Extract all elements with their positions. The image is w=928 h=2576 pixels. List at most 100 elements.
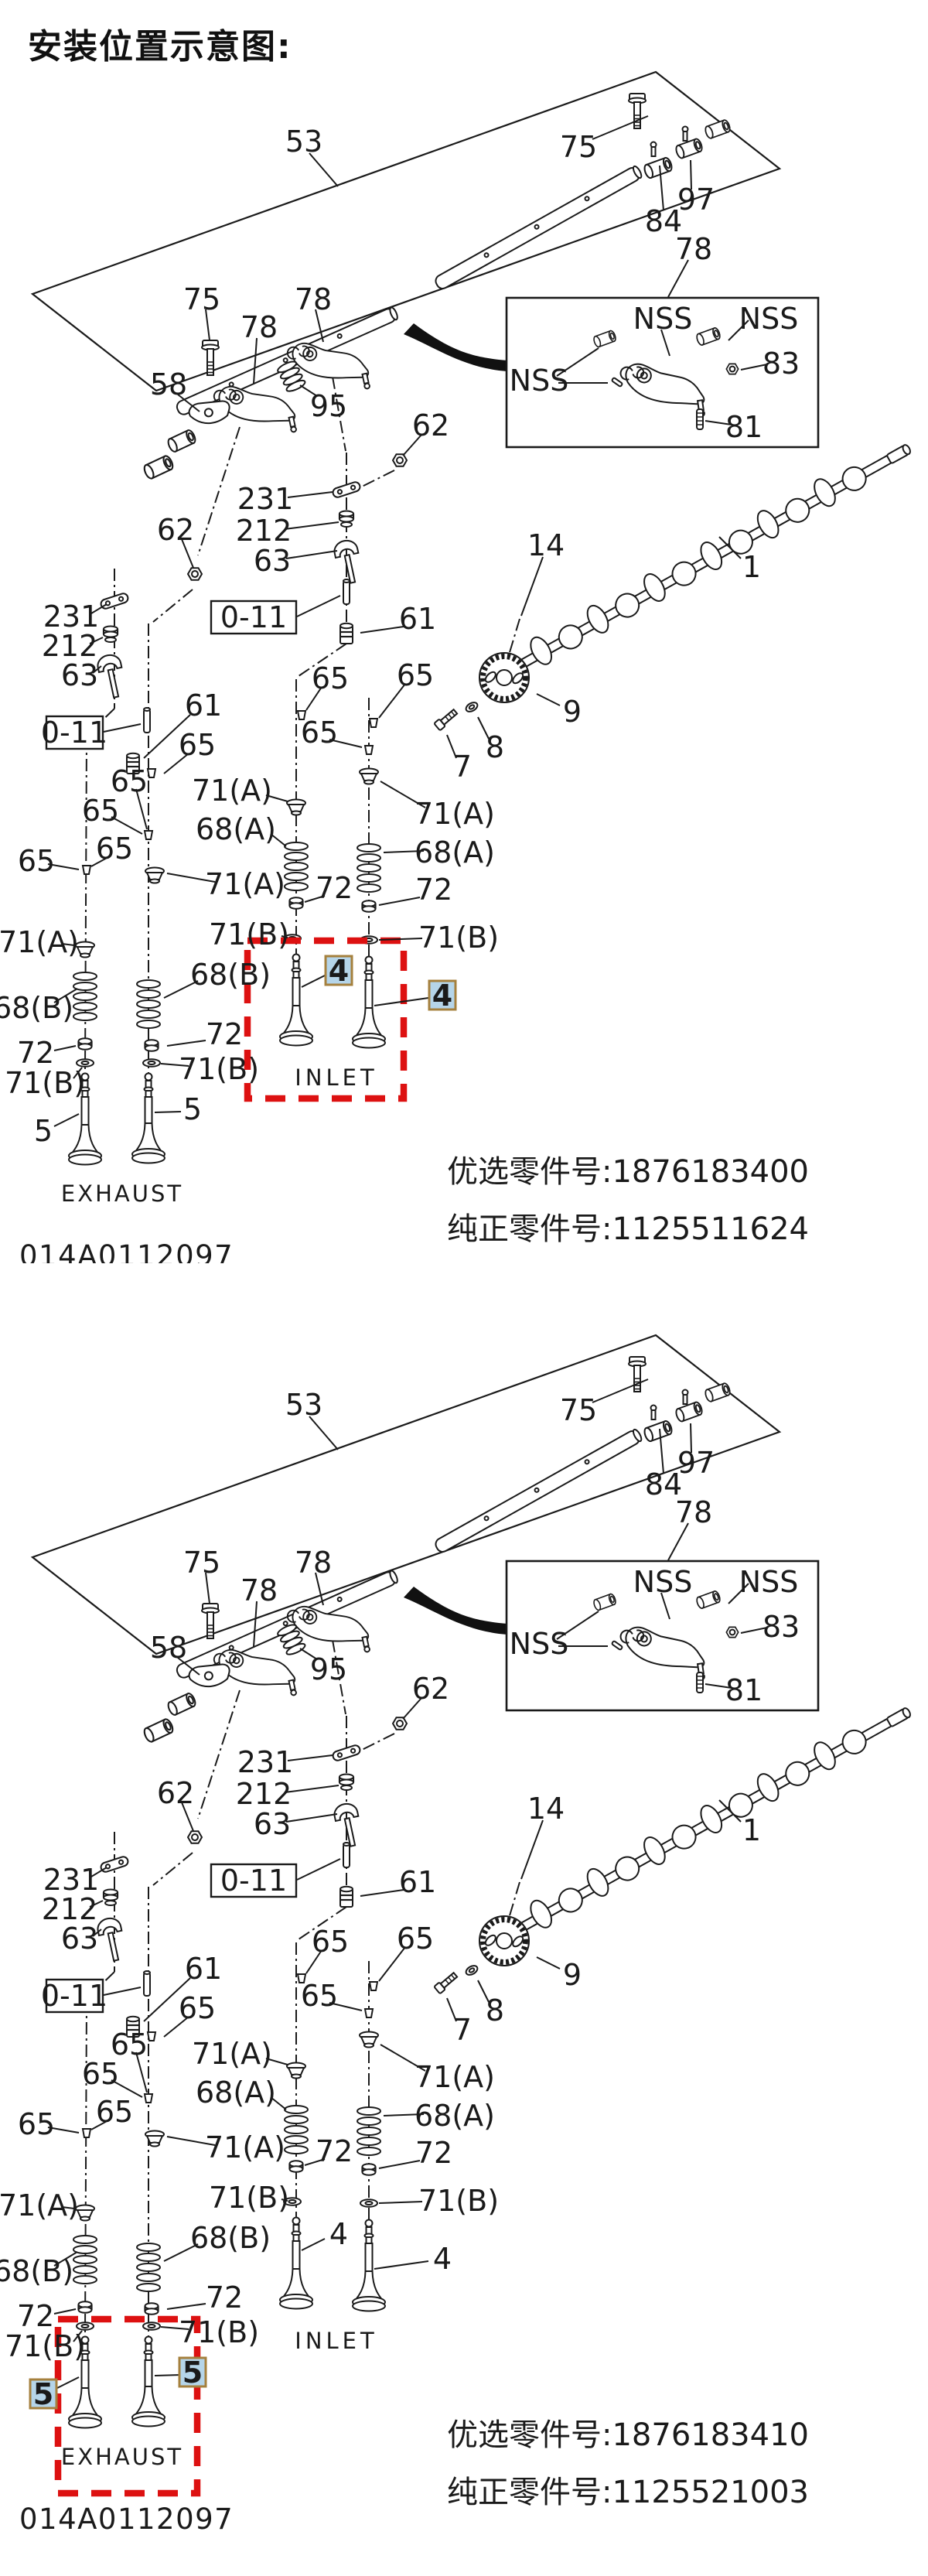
glyph-rocker-shaft [435, 1428, 643, 1553]
glyph-valve-spring [73, 972, 97, 1021]
part-label-65-34: 65 [18, 844, 55, 878]
glyph-adjust-stud [650, 1404, 657, 1420]
highlight-region-box [54, 2315, 201, 2497]
part-label-7-59: 7 [453, 750, 472, 784]
part-label-72-41: 72 [316, 871, 353, 905]
glyph-nut [725, 363, 739, 375]
glyph-valve-spring [357, 843, 381, 893]
part-label-231-22: 231 [43, 1863, 100, 1897]
glyph-guide-clamp [333, 1802, 360, 1847]
glyph-oil-seal [283, 2197, 302, 2206]
part-label-68B-45: 68(B) [190, 2221, 271, 2255]
part-label-68A-36: 68(A) [196, 2075, 276, 2110]
glyph-valve-spring [136, 979, 161, 1029]
glyph-stud-bolt [696, 408, 704, 430]
part-label-71A-38: 71(A) [0, 925, 79, 959]
glyph-pin-small [611, 377, 623, 388]
part-label-95-14: 95 [310, 1652, 347, 1686]
part-label-14-55: 14 [527, 1792, 565, 1826]
glyph-valve-keeper [146, 768, 157, 778]
glyph-valve-spring [357, 2106, 381, 2156]
part-label-4-46: 4 [329, 954, 349, 988]
part-label-65-29: 65 [397, 658, 434, 692]
glyph-bushing [167, 1693, 196, 1716]
figure-code: 014A0112097 [19, 1239, 234, 1263]
glyph-spring-seat-lower [288, 2160, 304, 2173]
part-label-68B-48: 68(B) [0, 991, 73, 1025]
part-label-5-54: 5 [183, 2356, 203, 2390]
part-label-INLET-61: INLET [295, 2328, 377, 2354]
ref-label-box [45, 1978, 104, 2014]
part-label-65-33: 65 [96, 2095, 133, 2129]
part-label-58-13: 58 [150, 367, 187, 401]
part-label-71A-38: 71(A) [0, 2188, 79, 2222]
glyph-spring-seat-lower [77, 2301, 93, 2314]
part-label-72-49: 72 [17, 1036, 54, 1070]
part-label-71A-35: 71(A) [192, 774, 272, 808]
glyph-pin [343, 579, 350, 605]
part-label-72-42: 72 [415, 2136, 452, 2170]
glyph-tappet [126, 2015, 140, 2038]
part-label-68A-40: 68(A) [415, 835, 495, 869]
glyph-oil-seal [76, 2321, 94, 2331]
part-label-NSS-6: NSS [739, 302, 799, 336]
glyph-valve [352, 2219, 386, 2312]
glyph-bushing [143, 1718, 174, 1743]
part-label-0-11-20: 0-11 [220, 1864, 287, 1898]
glyph-nut [186, 567, 203, 581]
part-label-NSS-7: NSS [510, 364, 569, 398]
glyph-bushing [143, 455, 174, 480]
part-label-231-22: 231 [43, 600, 100, 634]
preferred-part-number: 优选零件号:1876183400 [447, 1154, 809, 1190]
part-label-5-53: 5 [33, 2377, 53, 2411]
highlighted-part-marker [428, 979, 457, 1011]
ref-label-box [45, 715, 104, 750]
glyph-valve-keeper [363, 745, 374, 755]
glyph-washer-stack [102, 1888, 119, 1906]
part-label-71B-43: 71(B) [209, 2181, 289, 2215]
part-label-95-14: 95 [310, 389, 347, 423]
glyph-tappet [339, 1885, 353, 1908]
glyph-bolt-small [434, 708, 459, 731]
part-label-68A-36: 68(A) [196, 812, 276, 846]
glyph-bushing [675, 1401, 703, 1423]
glyph-bushing [593, 330, 616, 348]
nss-detail-box [505, 1560, 820, 1712]
part-label-EXHAUST-60: EXHAUST [61, 1180, 183, 1207]
glyph-rocker-arm [286, 342, 370, 390]
part-label-97-2: 97 [677, 1446, 715, 1480]
glyph-bolt [201, 1603, 220, 1639]
part-label-71B-43: 71(B) [209, 917, 289, 951]
part-label-EXHAUST-60: EXHAUST [61, 2444, 183, 2470]
glyph-valve-keeper [296, 1973, 307, 1983]
part-label-5-53: 5 [34, 1114, 53, 1148]
glyph-spring-seat-lower [77, 1037, 93, 1051]
part-label-0-11-20: 0-11 [220, 600, 287, 634]
part-label-212-18: 212 [236, 1777, 292, 1811]
part-label-0-11-25: 0-11 [41, 716, 107, 750]
part-label-71A-35: 71(A) [192, 2037, 272, 2071]
pointer-swoosh [404, 323, 507, 371]
genuine-part-number: 纯正零件号:1125511624 [447, 1211, 809, 1247]
glyph-nut [725, 1626, 739, 1638]
part-label-72-50: 72 [206, 2280, 243, 2315]
part-label-65-31: 65 [111, 764, 148, 798]
part-label-62-16: 62 [157, 1776, 194, 1810]
part-label-61-21: 61 [399, 1865, 436, 1899]
glyph-camshaft [489, 444, 911, 685]
glyph-washer-stack [102, 625, 119, 643]
part-label-75-10: 75 [183, 282, 220, 316]
part-label-68A-40: 68(A) [415, 2099, 495, 2133]
part-label-7-59: 7 [453, 2013, 472, 2047]
glyph-valve-spring [284, 842, 309, 891]
glyph-bracket [188, 1663, 230, 1687]
part-label-83-8: 83 [763, 1610, 800, 1644]
part-label-14-55: 14 [527, 528, 565, 562]
glyph-stud-bolt [696, 1672, 704, 1693]
part-label-78-11: 78 [241, 1573, 278, 1607]
glyph-valve [279, 2216, 313, 2310]
part-label-62-15: 62 [412, 1672, 449, 1706]
